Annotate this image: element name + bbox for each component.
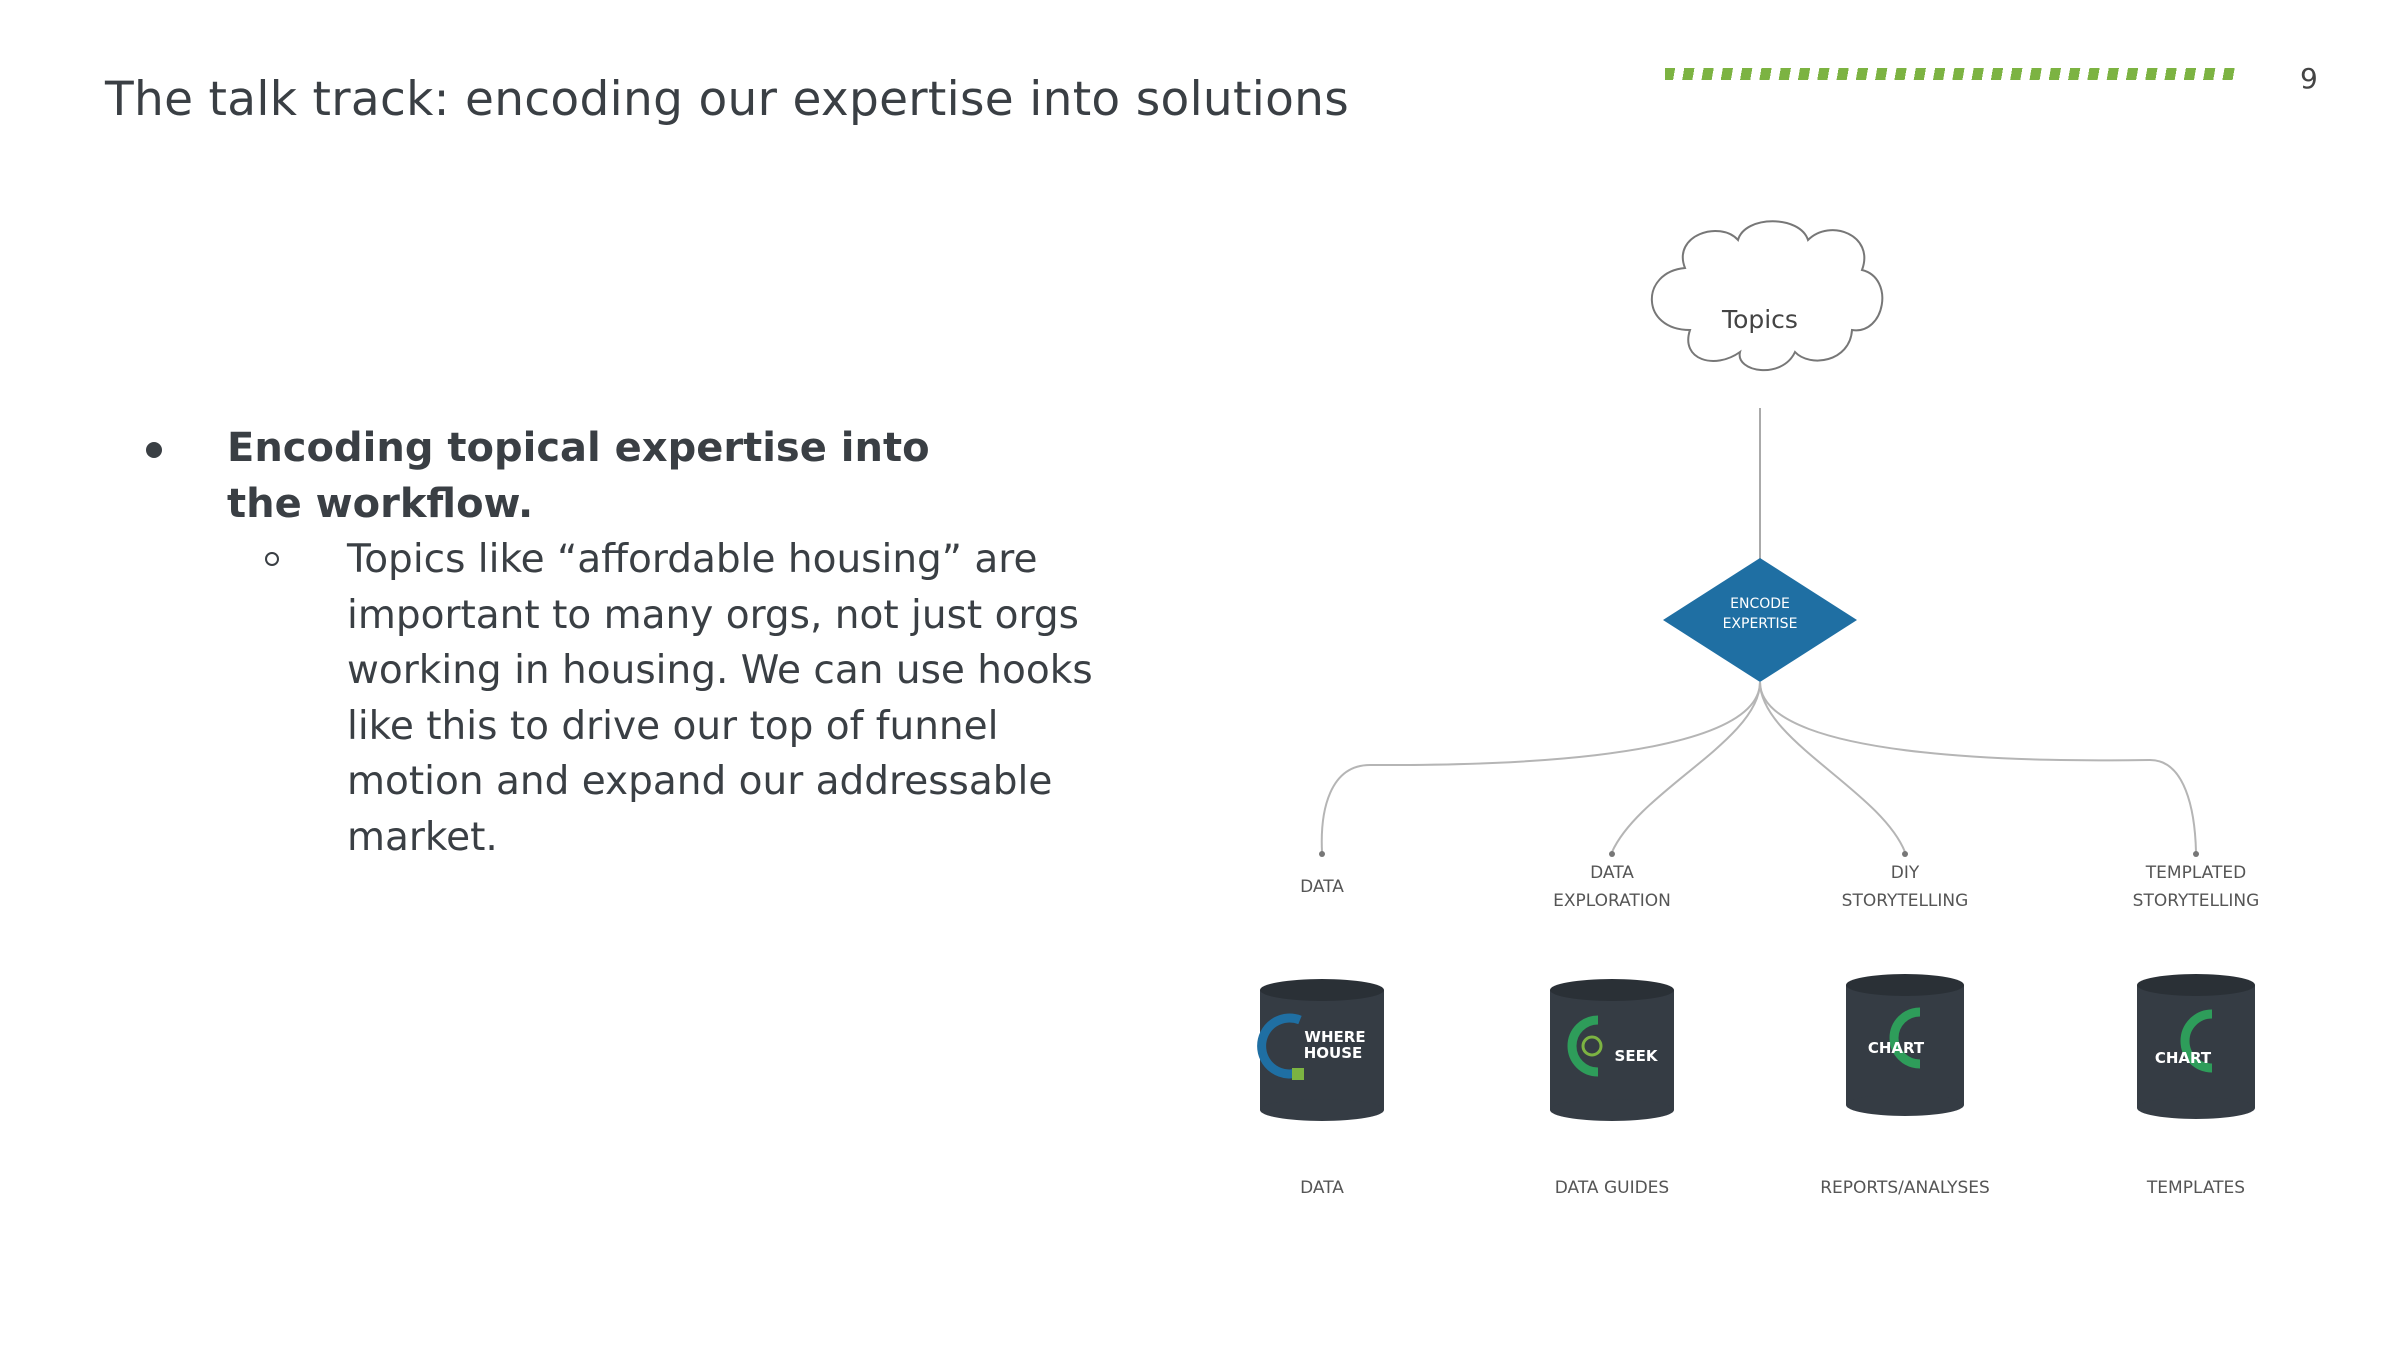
branch-connectors <box>1320 681 2197 853</box>
sub-bullet-text: Topics like “affordable housing” are imp… <box>347 537 1093 860</box>
magnifier-icon <box>1581 1035 1603 1057</box>
database-cylinder: SEEK <box>1550 979 1674 1121</box>
database-cylinder: CHART <box>1846 974 1964 1116</box>
stage-label-line1: DATA <box>1590 863 1634 883</box>
encode-expertise-diamond: ENCODE EXPERTISE <box>1663 558 1857 682</box>
stage-label-line2: EXPLORATION <box>1553 891 1671 911</box>
diamond-label-line1: ENCODE <box>1730 596 1790 612</box>
seek-logo-icon <box>1567 1015 1599 1077</box>
branch-curve-templated <box>1759 681 2197 853</box>
diamond-label-line2: EXPERTISE <box>1723 616 1798 632</box>
database-cylinder: WHERE HOUSE <box>1257 979 1384 1121</box>
bullet-item: Encoding topical expertise into the work… <box>140 420 1140 532</box>
database-cylinder: CHART <box>2137 974 2255 1119</box>
sub-bullet-item: Topics like “affordable housing” are imp… <box>140 532 1140 865</box>
output-label: DATA GUIDES <box>1555 1178 1669 1198</box>
branch-exploration: DATA EXPLORATION SEEK DATA GUIDES <box>1550 863 1674 1198</box>
product-label-line1: SEEK <box>1615 1047 1659 1065</box>
chart-logo-icon <box>1889 1007 1921 1069</box>
bullet-dot-icon <box>146 442 162 458</box>
stage-label-line1: TEMPLATED <box>2145 863 2246 883</box>
output-label: REPORTS/ANALYSES <box>1820 1178 1990 1198</box>
slide-title: The talk track: encoding our expertise i… <box>105 72 1350 127</box>
stage-label-line2: STORYTELLING <box>2133 891 2260 911</box>
accent-dash-bar <box>1665 68 2235 80</box>
branch-data: DATA WHERE HOUSE DATA <box>1257 877 1384 1198</box>
branch-curve-data <box>1320 681 1761 853</box>
wherehouse-logo-icon <box>1257 1013 1302 1079</box>
sub-bullet-ring-icon <box>265 552 279 566</box>
product-label-line2: HOUSE <box>1304 1044 1363 1062</box>
output-label: DATA <box>1300 1178 1344 1198</box>
logo-square-icon <box>1292 1068 1304 1080</box>
stage-label-line1: DATA <box>1300 877 1344 897</box>
branch-curve-exploration <box>1611 681 1761 853</box>
bullet-list: Encoding topical expertise into the work… <box>140 420 1140 865</box>
branch-endpoints <box>1319 851 2199 857</box>
branch-diy: DIY STORYTELLING CHART REPORTS/ANALYSES <box>1820 863 1990 1198</box>
product-label-line1: WHERE <box>1304 1028 1365 1046</box>
output-label: TEMPLATES <box>2146 1178 2245 1198</box>
product-label-line1: CHART <box>1868 1039 1925 1057</box>
cloud-label: Topics <box>1721 305 1798 334</box>
branch-curve-diy <box>1759 681 1906 853</box>
slide-number: 9 <box>2300 62 2318 95</box>
chart-logo-icon <box>2180 1009 2213 1073</box>
bullet-main-text: Encoding topical expertise into the work… <box>227 425 930 527</box>
topics-cloud: Topics <box>1650 220 1884 371</box>
stage-label-line2: STORYTELLING <box>1842 891 1969 911</box>
stage-label-line1: DIY <box>1891 863 1920 883</box>
product-label-line1: CHART <box>2155 1049 2212 1067</box>
branch-templated: TEMPLATED STORYTELLING CHART TEMPLATES <box>2133 863 2260 1198</box>
